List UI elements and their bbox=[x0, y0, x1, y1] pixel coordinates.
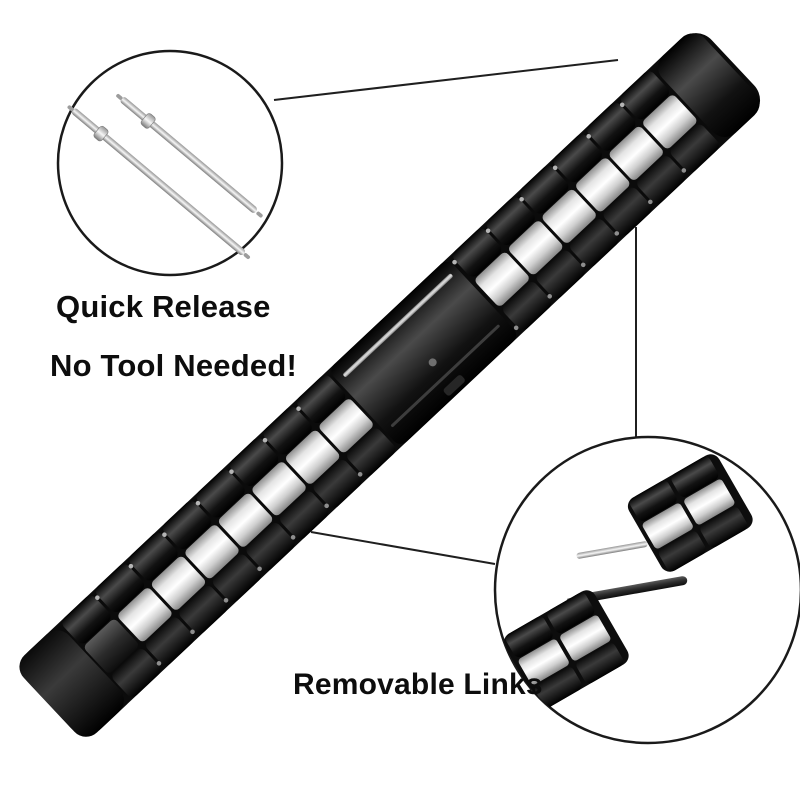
quick-release-label: Quick Release bbox=[56, 289, 271, 324]
leader-lines bbox=[273, 59, 637, 565]
removable-links-callout bbox=[493, 435, 800, 745]
detached-link-piece-upper bbox=[627, 454, 753, 574]
clasp-button bbox=[428, 358, 437, 367]
band-end-cap-bottom bbox=[19, 630, 124, 737]
clasp-edge-highlight bbox=[343, 273, 453, 377]
leader-line-quick-release bbox=[273, 59, 619, 101]
no-tool-needed-label: No Tool Needed! bbox=[50, 348, 297, 383]
removed-spring-bar bbox=[576, 541, 648, 559]
quick-release-callout-circle bbox=[56, 49, 284, 277]
watch-band bbox=[19, 33, 761, 737]
spring-bar-pins-icon bbox=[67, 93, 263, 260]
detached-links-icon bbox=[503, 454, 753, 710]
deployment-clasp bbox=[331, 261, 517, 444]
leader-line-links-to-detail bbox=[310, 531, 496, 565]
clasp-fold-seam bbox=[390, 324, 500, 427]
spring-bar-pin-short bbox=[116, 93, 263, 218]
band-end-cap-top bbox=[657, 33, 760, 138]
clasp-latch bbox=[443, 375, 465, 396]
detached-link-piece-lower bbox=[503, 590, 629, 710]
removable-links-label: Removable Links bbox=[293, 668, 543, 701]
quick-release-callout bbox=[56, 49, 284, 277]
spring-bar-pin-long bbox=[67, 105, 251, 260]
clasp-body bbox=[331, 261, 517, 444]
